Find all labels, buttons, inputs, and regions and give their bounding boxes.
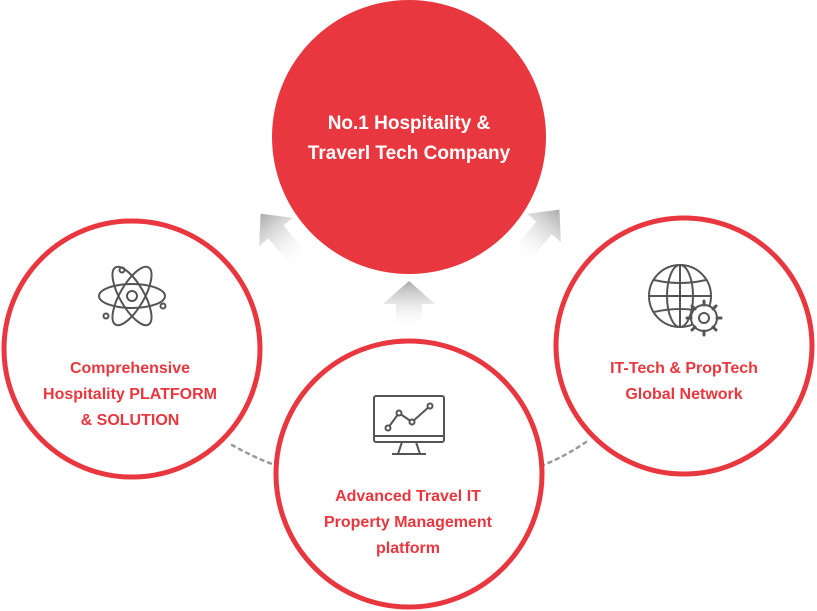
bottom-label-line2: Property Management xyxy=(324,514,493,531)
left-label-line2: Hospitality PLATFORM xyxy=(43,386,217,403)
bottom-circle: Advanced Travel IT Property Management p… xyxy=(273,338,545,610)
left-circle: Comprehensive Hospitality PLATFORM & SOL… xyxy=(1,218,263,480)
right-label-line1: IT-Tech & PropTech xyxy=(610,360,758,377)
bottom-label-line1: Advanced Travel IT xyxy=(335,488,481,505)
monitor-chart-icon xyxy=(373,395,445,455)
atom-icon xyxy=(98,265,167,327)
globe-gear-icon xyxy=(648,264,723,337)
arrow-up-center xyxy=(383,281,435,330)
right-label-line2: Global Network xyxy=(625,386,742,403)
bottom-label-line3: platform xyxy=(376,540,440,557)
right-circle: IT-Tech & PropTech Global Network xyxy=(553,215,815,477)
left-label-line1: Comprehensive xyxy=(70,360,190,377)
arrow-up-right xyxy=(510,209,561,266)
left-label-line3: & SOLUTION xyxy=(81,412,180,429)
center-circle-fill xyxy=(272,0,546,274)
center-title-line2: Traverl Tech Company xyxy=(308,143,511,164)
center-circle: No.1 Hospitality & Traverl Tech Company xyxy=(272,0,546,274)
center-title-line1: No.1 Hospitality & xyxy=(328,113,491,134)
arrow-up-left xyxy=(259,213,310,270)
